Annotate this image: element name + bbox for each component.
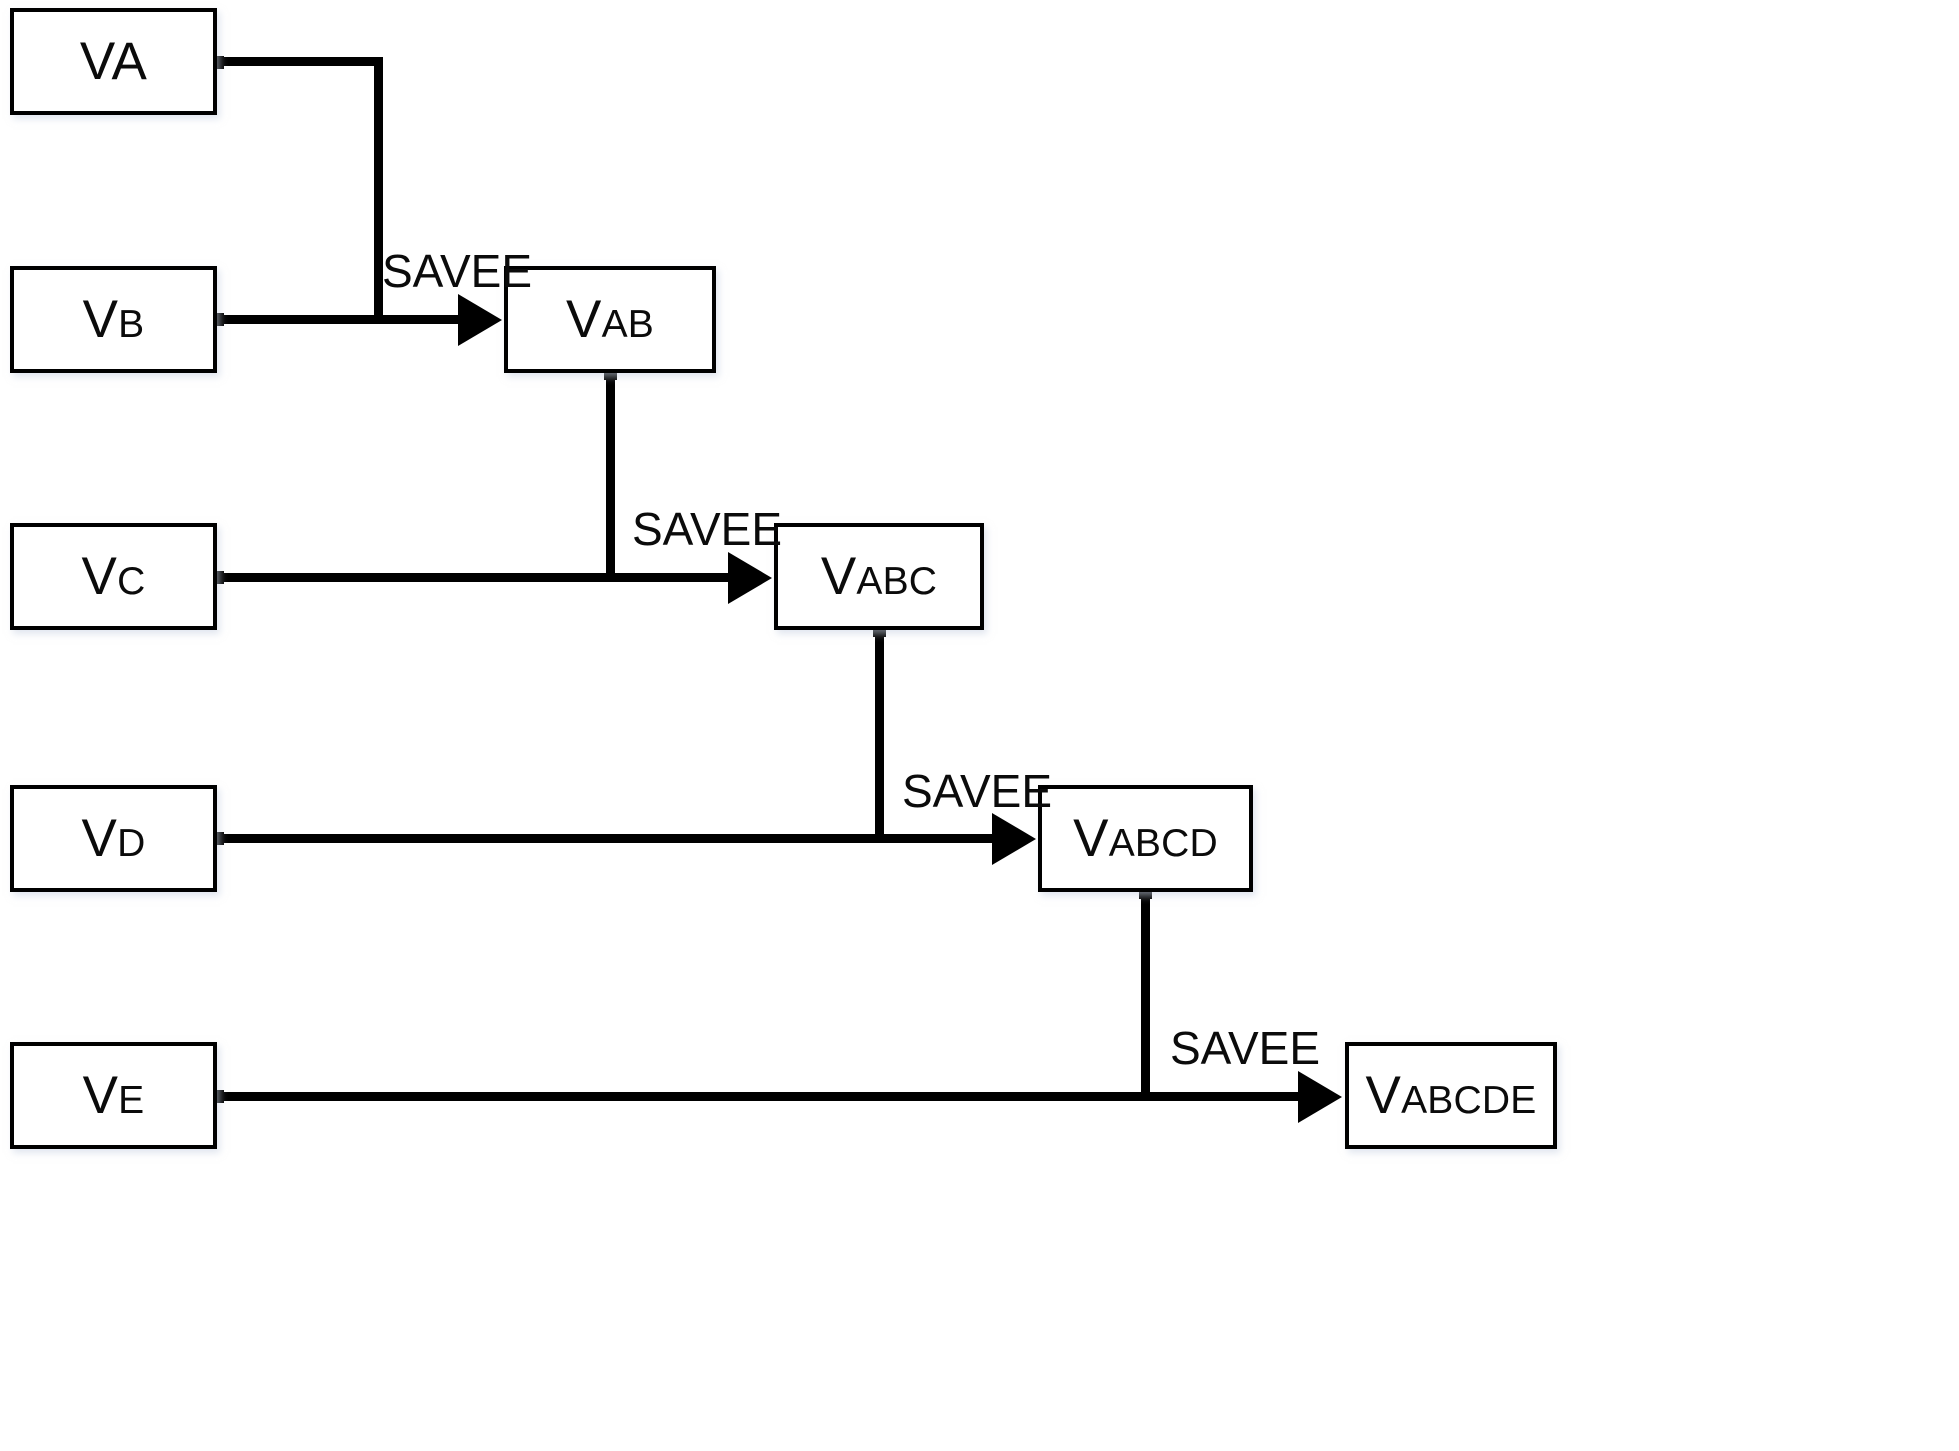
connector-vabc-vertical — [875, 630, 884, 835]
node-vd-label: VD — [81, 809, 146, 868]
node-vc[interactable]: VC — [10, 523, 217, 630]
arrowhead-to-vabcde — [1298, 1071, 1342, 1123]
node-vabcd-label: VABCD — [1073, 809, 1218, 868]
node-vabcd[interactable]: VABCD — [1038, 785, 1253, 892]
edge-label-vab: SAVEE — [382, 245, 532, 297]
node-vc-label: VC — [81, 547, 146, 606]
connector-vabcd-vertical — [1141, 892, 1150, 1092]
arrowhead-to-vabcd — [992, 813, 1036, 865]
connector-ve-horizontal — [217, 1092, 1300, 1101]
node-vabc-label: VABC — [820, 547, 938, 606]
arrowhead-to-vabc — [728, 552, 772, 604]
connector-va-horizontal — [217, 57, 383, 66]
node-ve[interactable]: VE — [10, 1042, 217, 1149]
node-vab[interactable]: VAB — [504, 266, 716, 373]
arrowhead-to-vab — [458, 294, 502, 346]
connector-vd-horizontal — [217, 834, 994, 843]
node-va-label: VA — [79, 32, 148, 91]
node-vabcde[interactable]: VABCDE — [1345, 1042, 1557, 1149]
edge-label-vabc: SAVEE — [632, 503, 782, 555]
edge-label-vabcd: SAVEE — [902, 765, 1052, 817]
edge-label-vabcde: SAVEE — [1170, 1022, 1320, 1074]
node-va[interactable]: VA — [10, 8, 217, 115]
connector-vab-vertical — [606, 373, 615, 581]
node-vd[interactable]: VD — [10, 785, 217, 892]
node-vb[interactable]: VB — [10, 266, 217, 373]
node-ve-label: VE — [82, 1066, 145, 1125]
connector-vb-horizontal — [217, 315, 460, 324]
node-vab-label: VAB — [566, 290, 654, 349]
connector-vc-horizontal — [217, 573, 730, 582]
node-vb-label: VB — [82, 290, 145, 349]
node-vabcde-label: VABCDE — [1365, 1066, 1537, 1125]
connector-va-vertical — [374, 57, 383, 324]
node-vabc[interactable]: VABC — [774, 523, 984, 630]
